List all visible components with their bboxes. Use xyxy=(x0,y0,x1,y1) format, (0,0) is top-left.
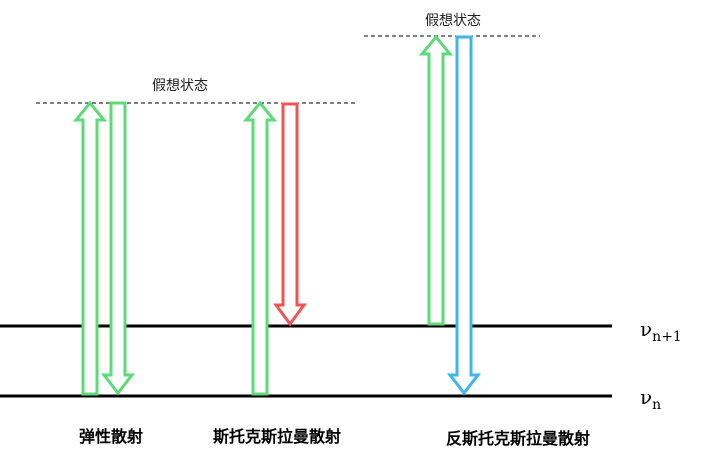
anti-stokes-excitation-arrow xyxy=(418,34,454,326)
level-lower-label: νn xyxy=(640,385,661,413)
anti-stokes-raman-label: 反斯托克斯拉曼散射 xyxy=(446,429,590,448)
stokes-excitation-arrow xyxy=(242,100,278,396)
virtual-state-label-right: 假想状态 xyxy=(425,13,481,29)
stokes-raman-label: 斯托克斯拉曼散射 xyxy=(213,427,341,446)
virtual-state-label-left: 假想状态 xyxy=(152,78,208,94)
level-upper-label: νn+1 xyxy=(640,317,682,345)
stokes-emission-arrow xyxy=(273,102,307,327)
elastic-excitation-arrow xyxy=(72,100,108,396)
elastic-emission-arrow xyxy=(100,101,136,396)
elastic-scattering-label: 弹性散射 xyxy=(79,427,143,446)
anti-stokes-emission-arrow xyxy=(446,35,482,396)
